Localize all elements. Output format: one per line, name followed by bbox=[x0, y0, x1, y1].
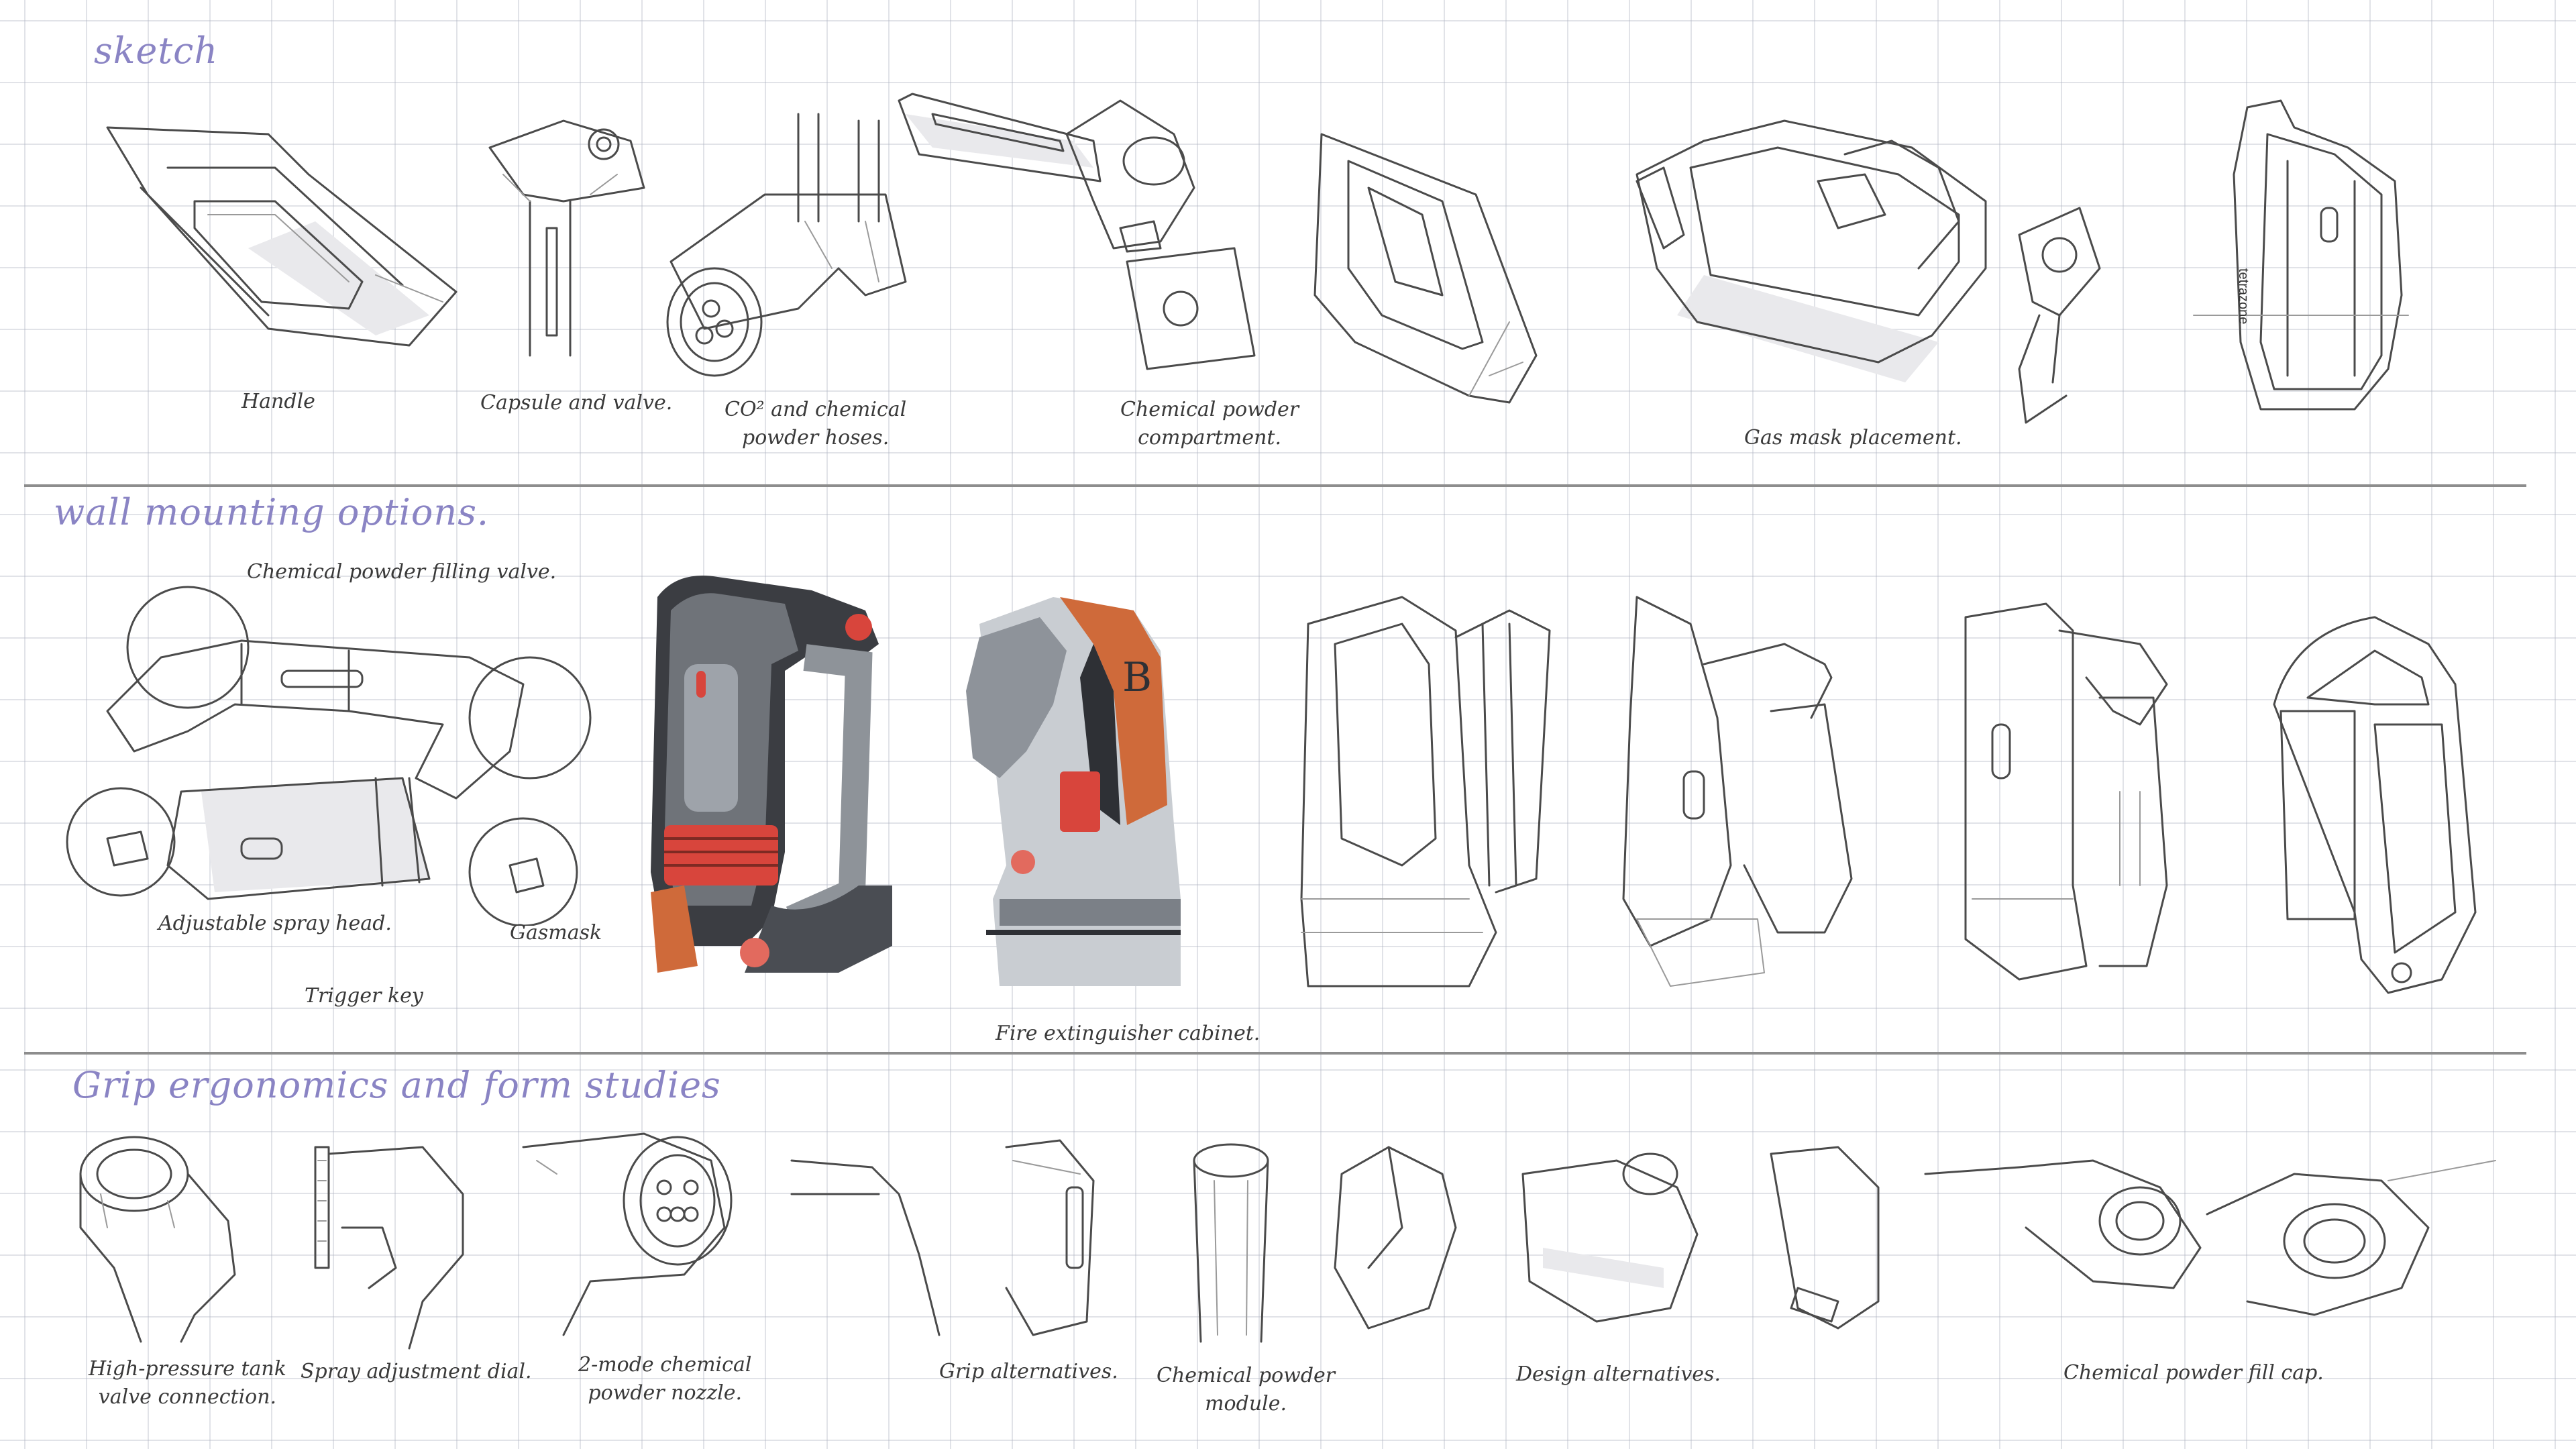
caption-powder-module: Chemical powder module. bbox=[1157, 1364, 1336, 1415]
extinguisher-render-grey bbox=[651, 576, 892, 973]
handle-sketch bbox=[106, 126, 458, 347]
tetrazone-unit-sketch bbox=[2193, 99, 2409, 411]
callout-adjustable-spray-head: Adjustable spray head. bbox=[158, 912, 392, 935]
design-alternatives-sketch bbox=[1334, 1146, 1880, 1330]
caption-handle: Handle bbox=[241, 390, 315, 413]
fill-cap-sketch bbox=[1924, 1159, 2496, 1316]
caption-compartment: Chemical powder compartment. bbox=[1120, 398, 1299, 449]
caption-nozzle: 2-mode chemical powder nozzle. bbox=[578, 1353, 752, 1405]
section-divider bbox=[24, 1052, 2526, 1055]
caption-spray-dial: Spray adjustment dial. bbox=[301, 1360, 532, 1383]
callout-filling-valve: Chemical powder filling valve. bbox=[247, 560, 557, 584]
caption-gas-mask: Gas mask placement. bbox=[1744, 426, 1962, 449]
section-title-grip-ergonomics: Grip ergonomics and form studies bbox=[72, 1064, 721, 1106]
tank-valve-sketch bbox=[79, 1136, 236, 1343]
exploded-view-sketch bbox=[66, 586, 592, 926]
caption-grip-alternatives: Grip alternatives. bbox=[939, 1360, 1118, 1383]
section-divider bbox=[24, 484, 2526, 487]
nozzle-sketch bbox=[522, 1132, 733, 1336]
callout-gasmask: Gasmask bbox=[510, 921, 602, 945]
wall-mount-sketch-3 bbox=[1964, 602, 2168, 981]
capsule-valve-sketch bbox=[488, 119, 645, 357]
caption-tank-valve: High-pressure tank valve connection. bbox=[89, 1357, 286, 1409]
compartment-sketch bbox=[898, 93, 1256, 370]
section-title-sketch: sketch bbox=[94, 30, 219, 72]
wall-mount-sketch-1 bbox=[1300, 596, 1551, 987]
gas-mask-placement-sketch bbox=[1635, 119, 2101, 424]
caption-hoses: CO² and chemical powder hoses. bbox=[724, 398, 907, 449]
section-title-wall-mounting: wall mounting options. bbox=[54, 491, 490, 533]
caption-capsule-valve: Capsule and valve. bbox=[480, 391, 673, 415]
body-sketch bbox=[1313, 133, 1538, 404]
extinguisher-cabinet-render: B bbox=[966, 597, 1181, 986]
hoses-sketch bbox=[666, 113, 907, 377]
spray-dial-sketch bbox=[314, 1146, 464, 1350]
brand-label: tetrazone bbox=[2236, 268, 2251, 325]
caption-design-alternatives: Design alternatives. bbox=[1516, 1362, 1721, 1386]
callout-fire-extinguisher-cabinet: Fire extinguisher cabinet. bbox=[996, 1022, 1260, 1045]
svg-text:B: B bbox=[1122, 654, 1152, 701]
wall-mount-sketch-2 bbox=[1622, 596, 1853, 987]
wall-mount-sketch-4 bbox=[2273, 616, 2477, 994]
grip-alternative-sketch bbox=[790, 1139, 1095, 1336]
powder-module-sketch bbox=[1193, 1143, 1269, 1343]
callout-trigger-key: Trigger key bbox=[305, 984, 423, 1008]
caption-fill-cap: Chemical powder fill cap. bbox=[2063, 1361, 2324, 1385]
